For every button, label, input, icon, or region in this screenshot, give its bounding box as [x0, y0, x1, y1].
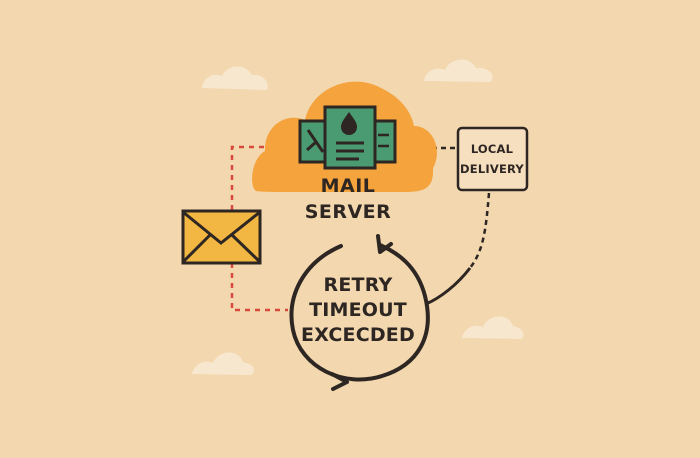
- mail-server-label-line-1: MAIL: [321, 175, 376, 197]
- envelope-to-retry-dashed-line: [230, 263, 288, 312]
- local-delivery-label-line-1: LOCAL: [471, 142, 514, 156]
- envelope-icon: [181, 209, 262, 265]
- envelope-to-server-dashed-line: [230, 145, 296, 210]
- local-delivery-label-line-2: DELIVERY: [460, 162, 524, 176]
- retry-loop-icon: [289, 234, 430, 391]
- retry-label-line-1: RETRY: [324, 274, 393, 296]
- retry-label-line-2: TIMEOUT: [309, 299, 407, 321]
- decorative-cloud-icon: [202, 66, 268, 90]
- local-delivery-box: [456, 126, 529, 192]
- local-delivery-to-retry-solid-line: [425, 267, 472, 306]
- decorative-cloud-icon: [462, 316, 524, 339]
- decorative-cloud-icon: [424, 59, 493, 82]
- local-delivery-to-retry-dashed-line: [469, 192, 491, 269]
- retry-label-line-3: EXCECDED: [301, 324, 415, 346]
- server-document-icon: [298, 105, 397, 170]
- mail-server-label-line-2: SERVER: [305, 201, 392, 223]
- decorative-cloud-icon: [192, 352, 254, 375]
